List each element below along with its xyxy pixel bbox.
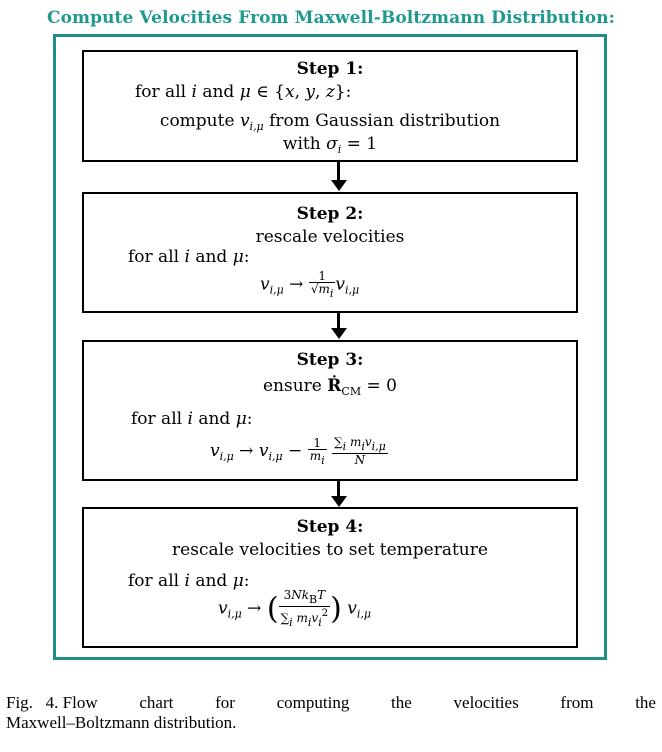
step-1-loop: for all i and μ ∈ {x, y, z}: — [135, 82, 352, 102]
step-3-description: ensure ṘCM = 0 — [263, 376, 397, 398]
outer-frame — [53, 34, 607, 660]
step-1-heading: Step 1: — [296, 59, 364, 79]
step-2-box: Step 2: rescale velocities for all i and… — [82, 192, 578, 313]
step-1-action-line2: with σi = 1 — [282, 134, 378, 156]
diagram-title: Compute Velocities From Maxwell-Boltzman… — [46, 8, 616, 28]
step-2-heading: Step 2: — [296, 204, 364, 224]
caption-line-2: Maxwell–Boltzmann distribution. — [6, 713, 237, 732]
step-1-box: Step 1: for all i and μ ∈ {x, y, z}: com… — [82, 50, 578, 162]
step-4-loop: for all i and μ: — [128, 571, 250, 591]
step-3-loop: for all i and μ: — [131, 409, 253, 429]
step-4-formula: vi,μ → (3NkBT∑i mivi2) vi,μ — [218, 588, 372, 629]
step-4-box: Step 4: rescale velocities to set temper… — [82, 507, 578, 648]
step-2-description: rescale velocities — [255, 227, 405, 247]
caption-label: Fig. 4. Flow — [6, 693, 98, 712]
step-4-description: rescale velocities to set temperature — [172, 540, 488, 560]
step-4-heading: Step 4: — [296, 517, 364, 537]
step-1-action-line1: compute vi,μ from Gaussian distribution — [159, 111, 501, 133]
step-2-loop: for all i and μ: — [128, 247, 250, 267]
step-3-box: Step 3: ensure ṘCM = 0 for all i and μ: … — [82, 340, 578, 481]
step-3-heading: Step 3: — [296, 350, 364, 370]
